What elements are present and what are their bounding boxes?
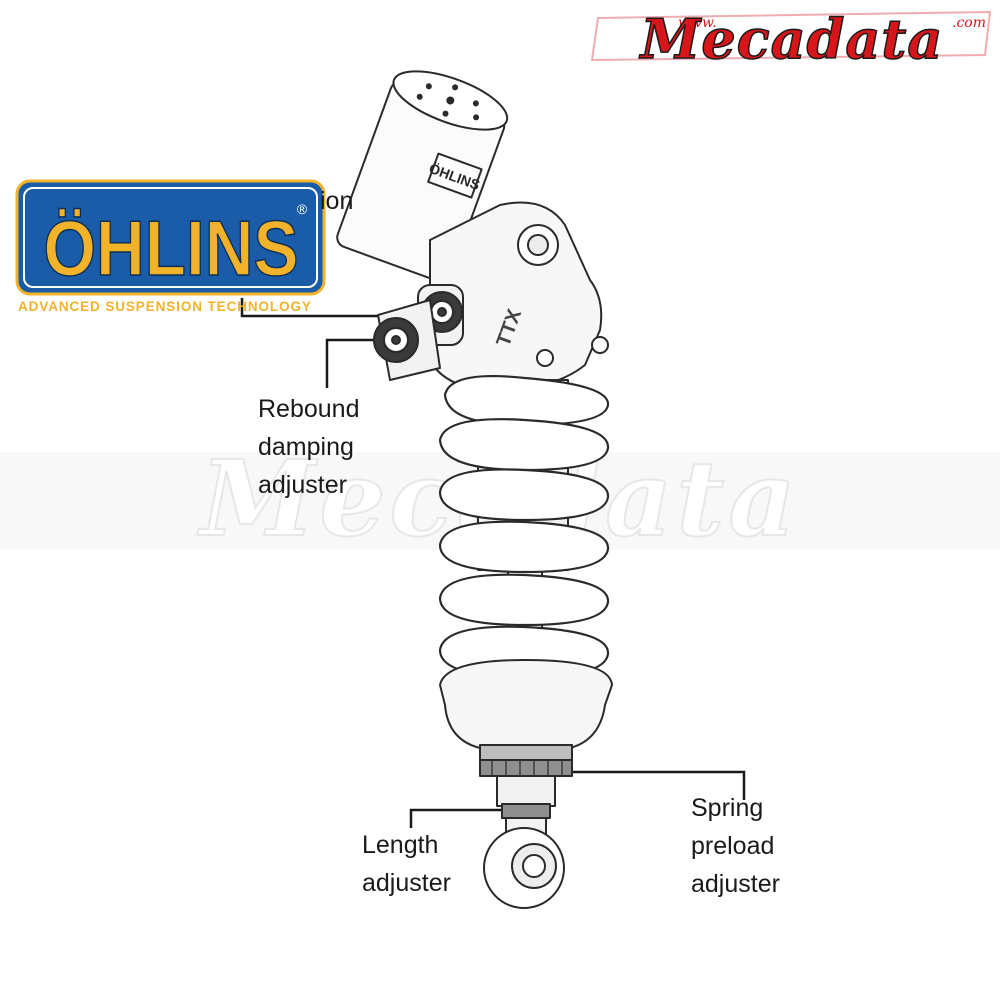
length-label-line-1: Length (362, 831, 439, 859)
mecadata-logo-www: www. (678, 15, 717, 31)
length-adjuster-label: Length adjuster (362, 826, 451, 902)
spring-preload-adjuster-label: Spring preload adjuster (691, 789, 780, 903)
rebound-label-line-2: damping (258, 433, 354, 461)
bottom-mount-eye (483, 827, 565, 909)
rebound-label-line-3: adjuster (258, 471, 347, 499)
preload-leader (545, 770, 746, 800)
compression-leader (240, 298, 430, 318)
mecadata-logo: www. .com Mecadata (590, 6, 992, 72)
ohlins-registered-mark: ® (297, 201, 308, 217)
shock-absorber: ÖHLINS TTX (336, 70, 613, 909)
spring-preload-collar (479, 744, 573, 777)
mecadata-logo-tld: .com (952, 15, 986, 31)
length-leader (409, 808, 510, 828)
leader-lines (240, 298, 746, 828)
compression-label-fragment: ion (320, 187, 354, 215)
ohlins-logo: ÖHLINS ® (15, 179, 326, 296)
rebound-leader (325, 338, 390, 388)
length-adjuster-body (496, 775, 556, 839)
length-label-line-2: adjuster (362, 869, 451, 897)
ohlins-logo-word: ÖHLINS (44, 204, 299, 292)
spring-seat (439, 659, 613, 749)
preload-label-line-1: Spring (691, 794, 764, 822)
preload-label-line-2: preload (691, 832, 775, 860)
rebound-damping-adjuster (373, 299, 441, 381)
mecadata-logo-text: Mecadata (639, 7, 944, 71)
ohlins-tagline: ADVANCED SUSPENSION TECHNOLOGY (18, 299, 312, 314)
rebound-label-line-1: Rebound (258, 395, 360, 423)
preload-label-line-3: adjuster (691, 870, 780, 898)
compression-adjuster-label-partial: ion (320, 182, 353, 220)
rebound-damping-adjuster-label: Rebound damping adjuster (258, 390, 359, 504)
